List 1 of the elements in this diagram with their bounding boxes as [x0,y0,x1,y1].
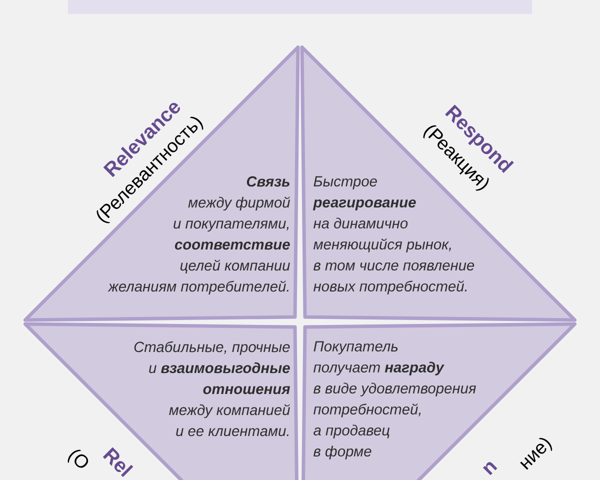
quadrant-triangle: Стабильные, прочные и взаимовыгодные отношения между компанией и ее клиентами. Rel (О [23,322,300,480]
